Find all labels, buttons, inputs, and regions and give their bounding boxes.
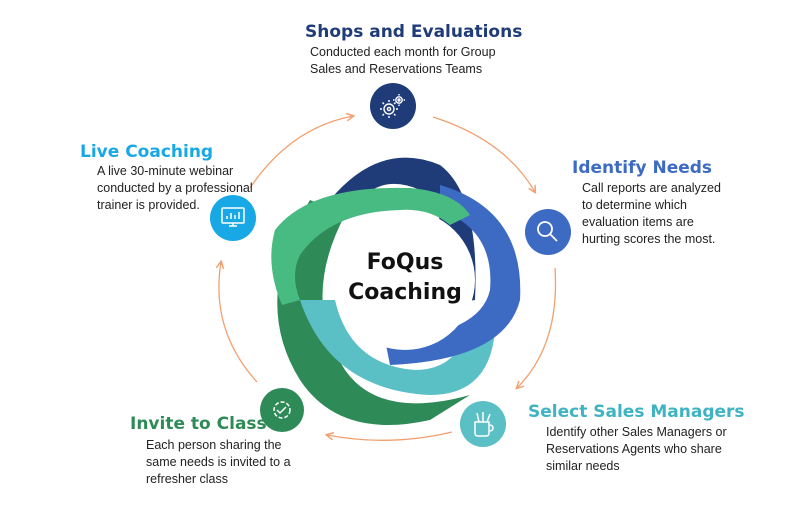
desc-line: same needs is invited to a [146,455,291,469]
desc-line: trainer is provided. [97,198,200,212]
gears-icon [380,94,405,118]
step-title-shops: Shops and Evaluations [305,22,523,42]
desc-line: Sales and Reservations Teams [310,62,483,76]
step-icon-invite [260,388,304,432]
center-label: FoQus Coaching [330,248,480,308]
monitor-chart-icon [221,207,245,227]
knot-center [335,210,475,350]
desc-line: Call reports are analyzed [582,181,721,195]
desc-line: Reservations Agents who share [546,442,722,456]
step-title-live: Live Coaching [80,142,214,162]
step-desc-select: Identify other Sales Managers or Reserva… [546,424,727,475]
cycle-arrows [219,116,557,441]
desc-line: Identify other Sales Managers or [546,425,727,439]
center-line-1: FoQus [366,250,444,275]
step-icon-live [210,195,256,241]
arrow-select-to-invite [327,431,453,441]
ribbon-green-dark [277,200,470,425]
arrow-shops-to-identify [432,116,535,192]
step-desc-invite: Each person sharing the same needs is in… [146,437,291,488]
desc-line: to determine which [582,198,687,212]
step-icon-shops [370,83,416,129]
desc-line: Conducted each month for Group [310,45,496,59]
step-title-invite: Invite to Class [130,414,267,434]
ribbon-blue [385,185,521,365]
step-icon-identify [525,209,571,255]
arrow-live-to-shops [249,116,353,189]
gear-check-icon [273,401,291,419]
step-desc-shops: Conducted each month for Group Sales and… [310,44,496,78]
arrow-identify-to-select [517,267,557,388]
step-title-identify: Identify Needs [572,158,713,178]
step-icon-select [460,401,506,447]
desc-line: A live 30-minute webinar [97,164,234,178]
desc-line: refresher class [146,472,228,486]
desc-line: evaluation items are [582,215,694,229]
desc-line: conducted by a professional [97,181,253,195]
step-desc-live: A live 30-minute webinar conducted by a … [97,163,253,214]
magnifier-icon [537,221,558,242]
step-title-select: Select Sales Managers [528,402,745,422]
desc-line: hurting scores the most. [582,232,716,246]
desc-line: similar needs [546,459,620,473]
ribbon-knot [271,157,521,425]
desc-line: Each person sharing the [146,438,282,452]
ribbon-teal [300,300,495,395]
arrow-invite-to-live [219,262,258,383]
center-line-2: Coaching [348,280,462,305]
pencil-cup-icon [474,412,494,437]
ribbon-green-light [271,187,470,305]
step-desc-identify: Call reports are analyzed to determine w… [582,180,721,248]
